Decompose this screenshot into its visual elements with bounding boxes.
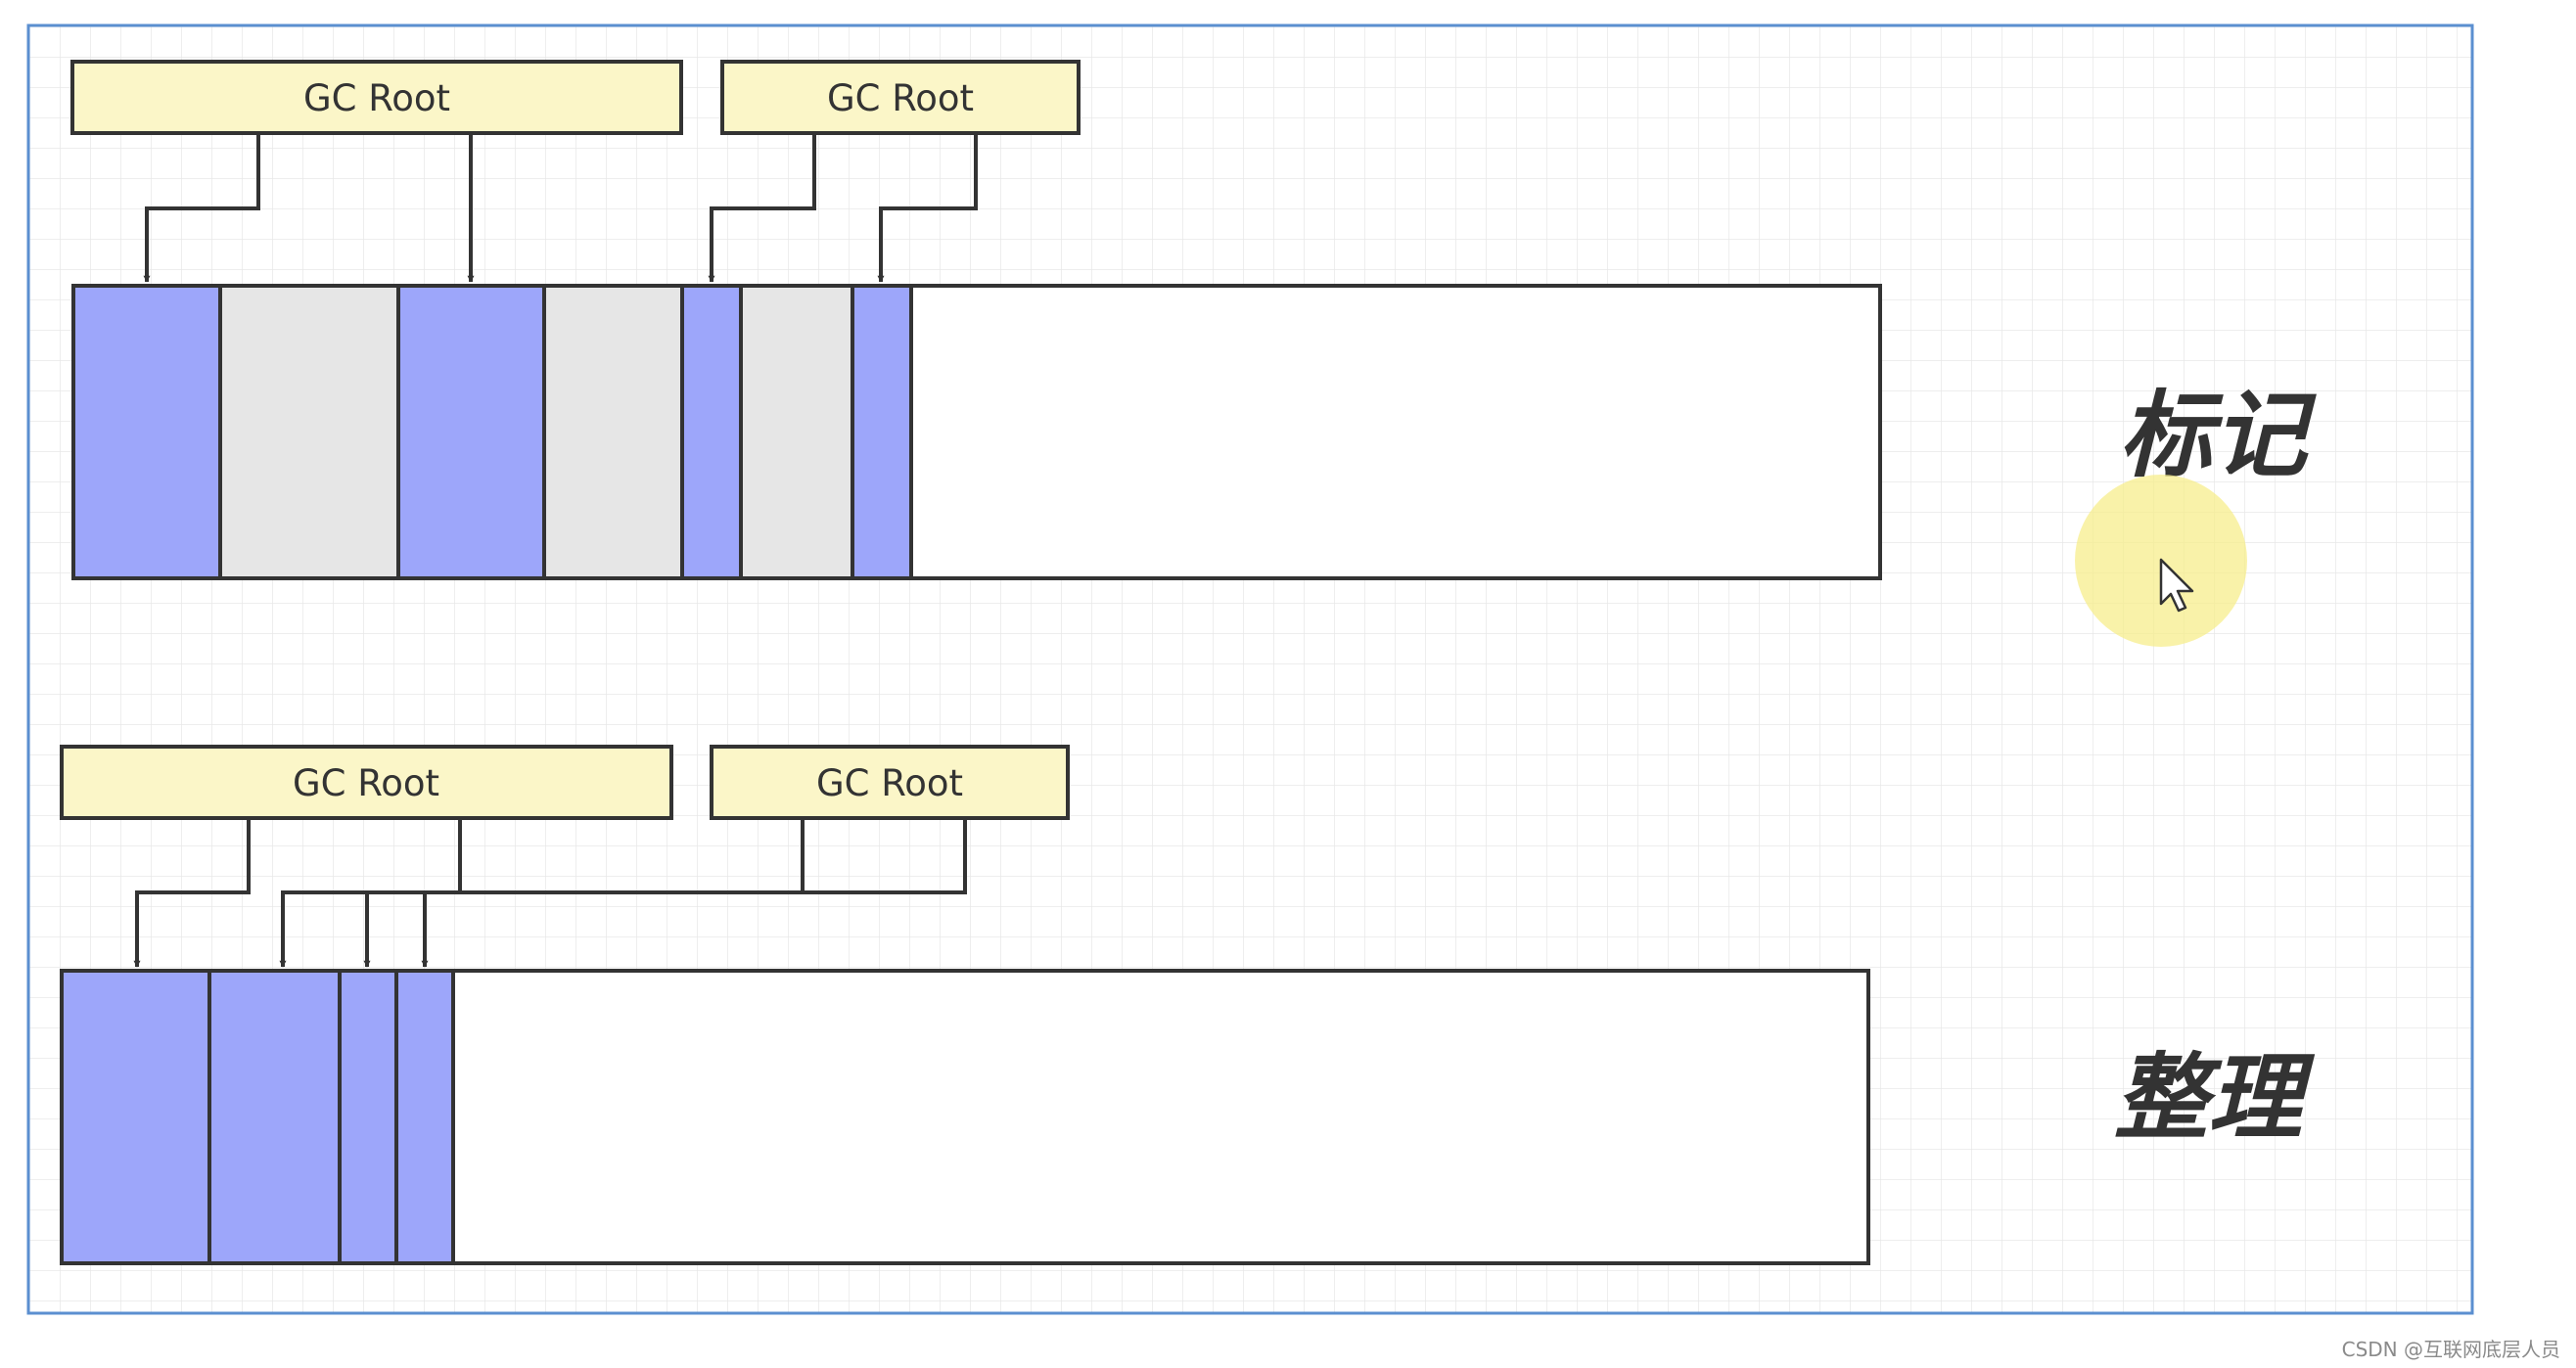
pointer-cursor-icon	[2159, 558, 2194, 613]
reference-arrow	[421, 818, 967, 968]
gc-root-label: GC Root	[303, 77, 450, 119]
gc-root-label: GC Root	[816, 762, 963, 804]
compact-phase-label: 整理	[2114, 1043, 2316, 1153]
gc-root-label: GC Root	[827, 77, 974, 119]
cursor-highlight	[2075, 475, 2247, 647]
gc-root-box	[710, 745, 1070, 820]
memory-block-garbage	[218, 284, 400, 580]
memory-block-garbage	[739, 284, 854, 580]
compact-root-1: GC Root	[60, 745, 673, 820]
mark-root-2: GC Root	[720, 60, 1081, 135]
gc-root-label: GC Root	[293, 762, 439, 804]
gc-root-box	[60, 745, 673, 820]
memory-block-free	[909, 284, 1882, 580]
watermark-text: CSDN @互联网底层人员	[2342, 1338, 2560, 1361]
mark-phase-label: 标记	[2119, 381, 2317, 490]
memory-block-live	[60, 969, 211, 1265]
gc-root-box	[70, 60, 683, 135]
memory-block-live	[207, 969, 342, 1265]
reference-arrow	[143, 133, 260, 283]
mark-phase-section: GC Root GC Root 标记	[70, 60, 2317, 580]
memory-block-free	[451, 969, 1870, 1265]
diagram-frame	[26, 23, 2474, 1315]
compact-root-2: GC Root	[710, 745, 1070, 820]
reference-arrow	[708, 133, 816, 283]
mark-reference-arrows	[143, 133, 978, 283]
memory-block-live	[394, 969, 455, 1265]
mark-root-1: GC Root	[70, 60, 683, 135]
memory-block-live	[680, 284, 743, 580]
memory-block-live	[851, 284, 913, 580]
mark-heap-bar	[71, 284, 1882, 580]
gc-root-box	[720, 60, 1081, 135]
compact-phase-section: GC Root GC Root 整理	[60, 745, 2316, 1265]
memory-block-live	[71, 284, 222, 580]
memory-block-garbage	[542, 284, 684, 580]
reference-arrow	[877, 133, 978, 283]
reference-arrow	[133, 818, 251, 968]
compact-reference-arrows	[133, 818, 967, 968]
compact-heap-bar	[60, 969, 1870, 1265]
memory-block-live	[396, 284, 546, 580]
memory-block-live	[338, 969, 398, 1265]
